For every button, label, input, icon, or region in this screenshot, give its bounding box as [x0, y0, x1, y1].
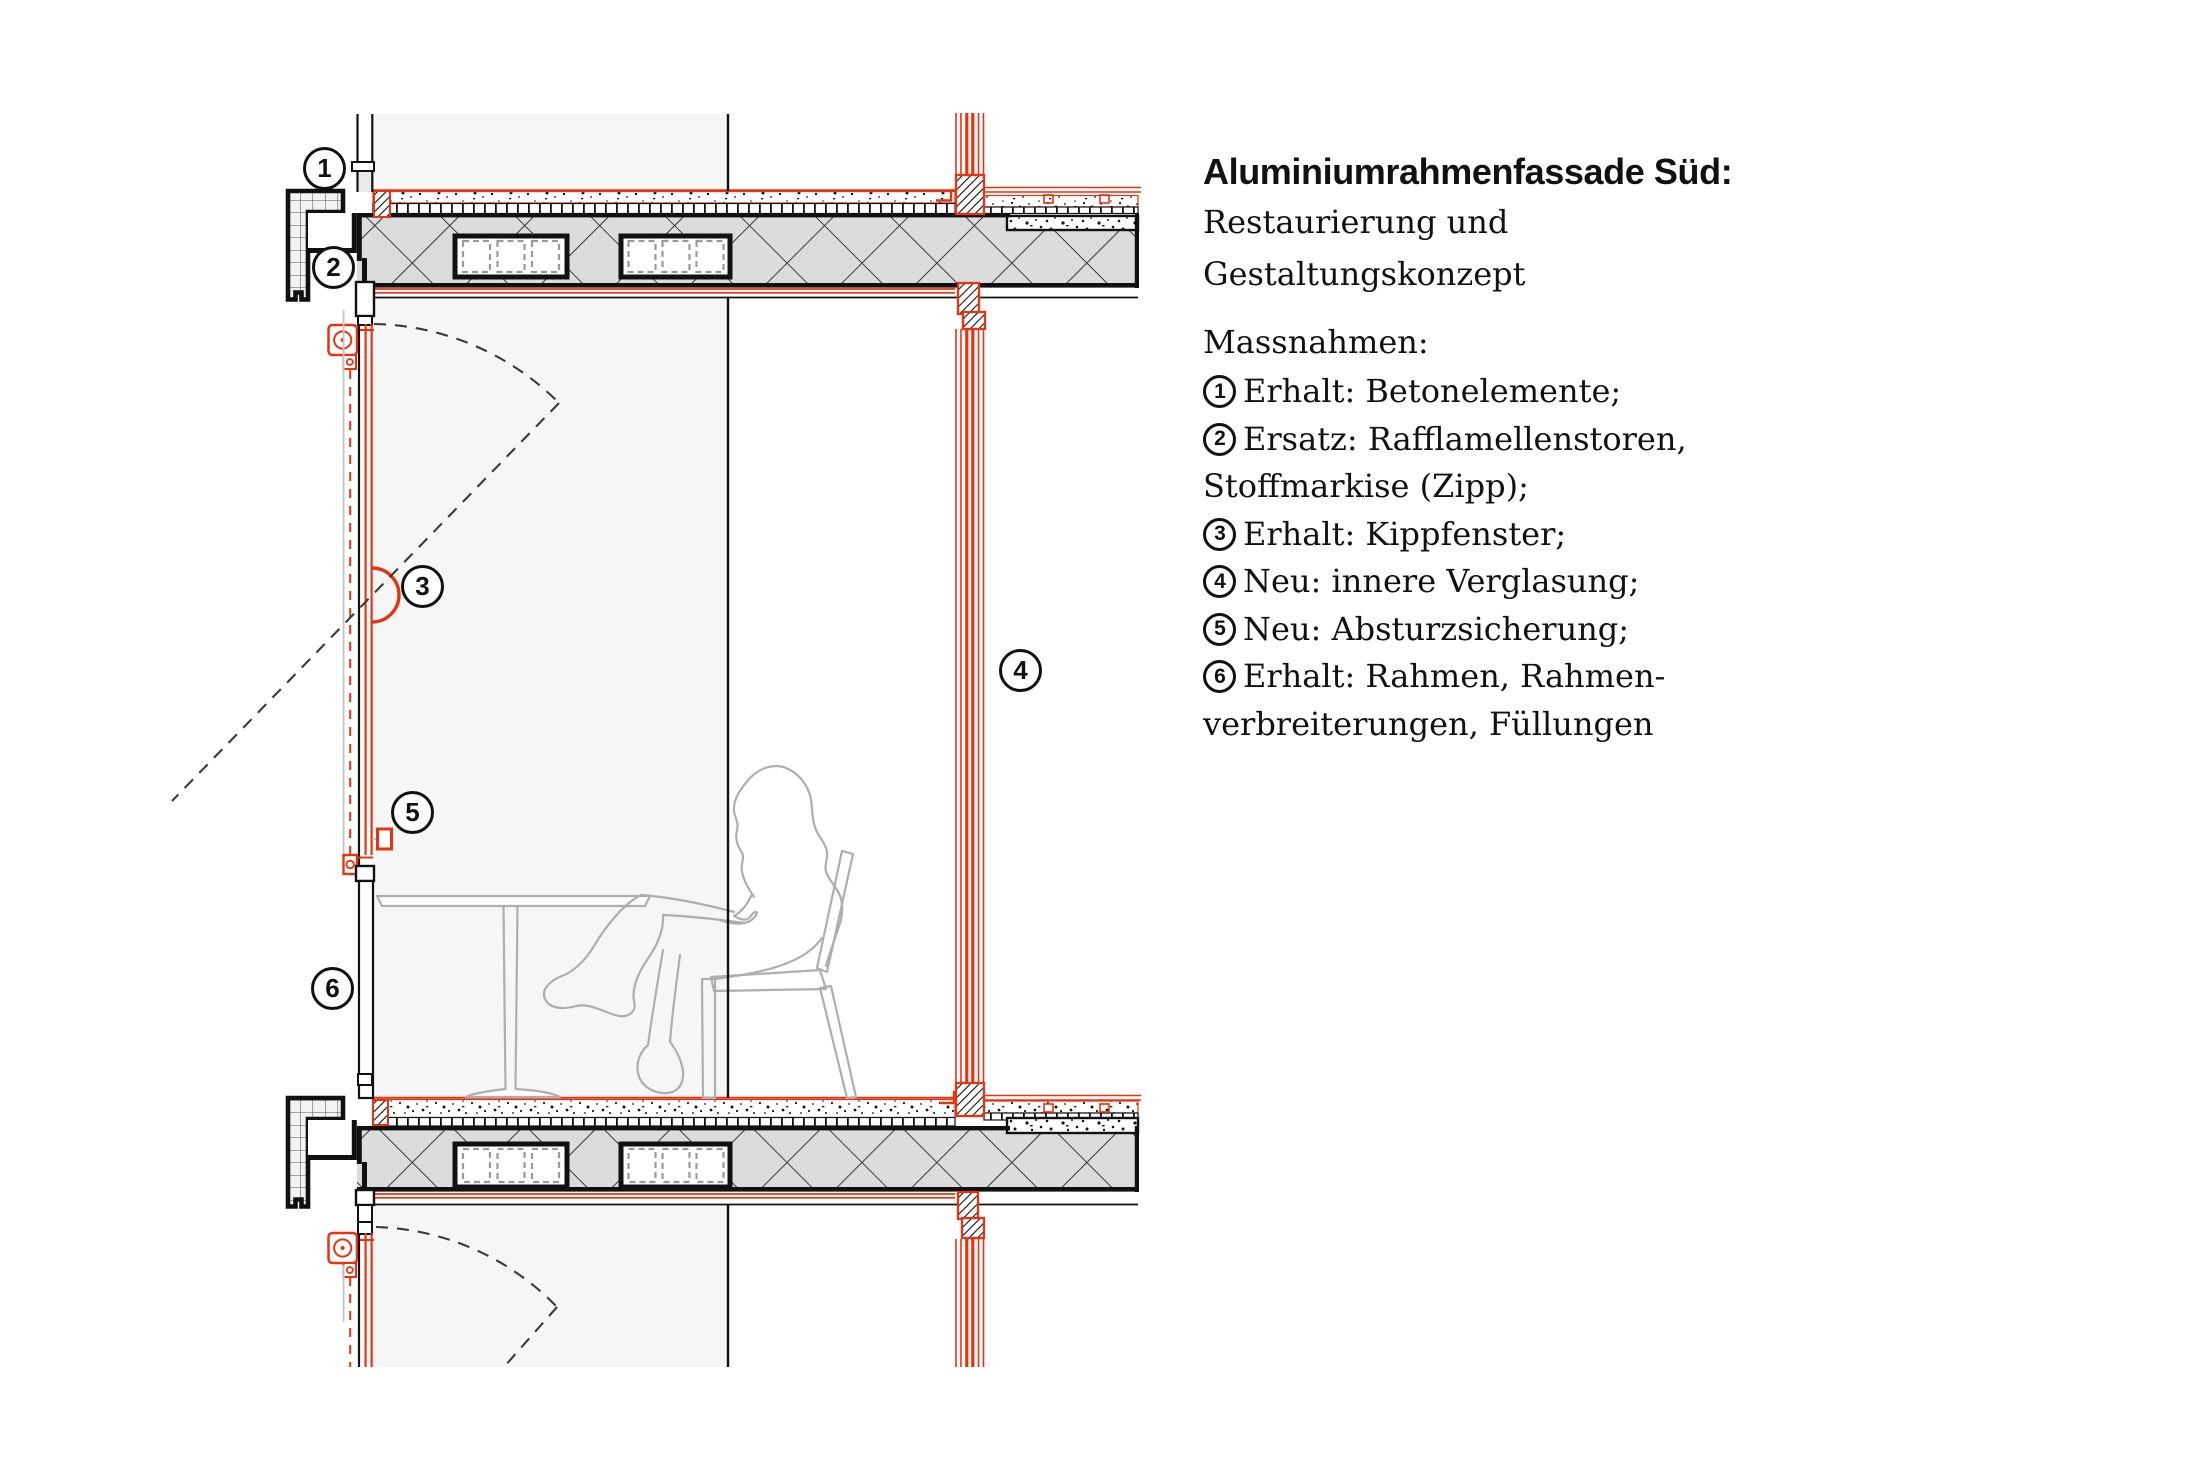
blind-roller-drum — [327, 323, 359, 370]
measure-item-3: 3 Erhalt: Kippfenster; — [1203, 511, 1883, 559]
measure-text: Neu: Absturzsicherung; — [1243, 609, 1630, 648]
measure-item-6: 6 Erhalt: Rahmen, Rahmen- — [1203, 653, 1883, 701]
fall-protection-marker — [376, 827, 393, 851]
measure-text: Ersatz: Rafflamellenstoren, — [1243, 419, 1687, 458]
legend-title: Aluminiumrahmenfassade Süd: — [1203, 151, 1733, 192]
bottom-floor-slab — [356, 1090, 1141, 1206]
chair-outline — [700, 849, 858, 1100]
glass-zone-panels — [372, 114, 727, 1367]
measure-item-6-continuation: verbreiterungen, Füllungen — [1203, 701, 1883, 749]
legend-subtitle-line: Gestaltungskonzept — [1203, 255, 1526, 293]
spacer — [1203, 300, 1883, 316]
measure-item-2: 2 Ersatz: Rafflamellenstoren, — [1203, 416, 1883, 464]
measure-text: verbreiterungen, Füllungen — [1203, 704, 1654, 743]
measure-number-icon: 4 — [1203, 565, 1236, 599]
interior-furnishing — [375, 764, 858, 1100]
measure-item-4: 4 Neu: innere Verglasung; — [1203, 558, 1883, 606]
red-mullion — [954, 113, 987, 1367]
window-frame-lower-story — [327, 1188, 376, 1367]
frame-widening-panel — [357, 879, 375, 1100]
measure-text: Stoffmarkise (Zipp); — [1203, 467, 1529, 505]
legend-subtitle-line: Restaurierung und — [1203, 203, 1509, 241]
measure-number-icon: 5 — [1203, 612, 1236, 646]
callout-2: 2 — [311, 245, 355, 289]
measure-number-icon: 3 — [1203, 517, 1236, 551]
measure-item-2-continuation: Stoffmarkise (Zipp); — [1203, 463, 1883, 511]
callout-4: 4 — [998, 648, 1042, 692]
callout-3: 3 — [400, 564, 444, 608]
measures-heading: Massnahmen: — [1203, 323, 1429, 361]
measure-number-icon: 1 — [1203, 375, 1236, 409]
window-frame-upper-story — [351, 114, 375, 192]
measure-text: Neu: innere Verglasung; — [1243, 562, 1640, 600]
top-floor-slab — [356, 186, 1141, 299]
table-outline — [375, 894, 652, 1099]
callout-1: 1 — [302, 146, 346, 190]
measure-text: Erhalt: Kippfenster; — [1243, 514, 1567, 553]
callout-6: 6 — [310, 966, 354, 1010]
measure-text: Erhalt: Betonelemente; — [1243, 372, 1622, 410]
conduit-box — [452, 233, 570, 280]
conduit-box — [618, 1141, 733, 1190]
window-frame-main-story — [327, 280, 401, 1100]
callout-5: 5 — [390, 790, 434, 834]
conduit-box — [452, 1141, 570, 1190]
window-swing-dashed — [171, 322, 560, 1368]
measure-number-icon: 6 — [1203, 660, 1236, 694]
conduit-box — [618, 233, 733, 280]
legend-panel: Aluminiumrahmenfassade Süd: Restaurierun… — [1203, 148, 1883, 748]
measure-number-icon: 2 — [1203, 422, 1236, 456]
person-outline — [542, 764, 844, 1095]
measure-text: Erhalt: Rahmen, Rahmen- — [1243, 657, 1666, 695]
measure-item-5: 5 Neu: Absturzsicherung; — [1203, 606, 1883, 654]
measure-item-1: 1 Erhalt: Betonelemente; — [1203, 368, 1883, 416]
blind-roller-drum — [327, 1231, 359, 1278]
pivot-hinge — [371, 566, 401, 624]
concrete-parapet-element — [285, 1095, 357, 1209]
